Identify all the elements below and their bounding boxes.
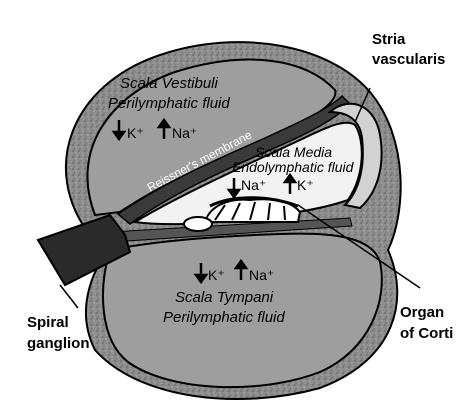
scala-tympani-fluid: Perilymphatic fluid (163, 309, 285, 326)
scala-vestibuli-ion-k: K⁺ (127, 125, 144, 141)
scala-vestibuli-name: Scala Vestibuli (120, 75, 218, 92)
scala-media-fluid: Endolymphatic fluid (232, 159, 355, 175)
scala-vestibuli-ion-na: Na⁺ (172, 125, 197, 141)
spiral-ganglion-label-line2: ganglion (27, 335, 90, 352)
scala-media-ion-na: Na⁺ (241, 177, 266, 193)
organ-of-corti (183, 196, 302, 232)
scala-media-ion-k: K⁺ (297, 177, 314, 193)
scala-tympani-region (102, 232, 383, 389)
stria-vascularis-label-line2: vascularis (372, 51, 445, 68)
scala-vestibuli-fluid: Perilymphatic fluid (108, 95, 230, 112)
spiral-ganglion-label-line1: Spiral (27, 314, 69, 331)
scala-tympani-name: Scala Tympani (175, 289, 274, 306)
scala-tympani-ion-k: K⁺ (208, 267, 225, 283)
ion-arrows (111, 117, 298, 285)
scala-tympani-ion-na: Na⁺ (249, 267, 274, 283)
pointer-lines (59, 87, 421, 309)
organ-of-corti-label-line1: Organ (400, 304, 444, 321)
scala-media-name: Scala Media (255, 144, 332, 160)
stria-vascularis-region (327, 102, 383, 210)
spiral-ganglion-nerve (36, 213, 132, 287)
organ-of-corti-label-line2: of Corti (400, 325, 453, 342)
stria-vascularis-label-line1: Stria (372, 31, 406, 48)
